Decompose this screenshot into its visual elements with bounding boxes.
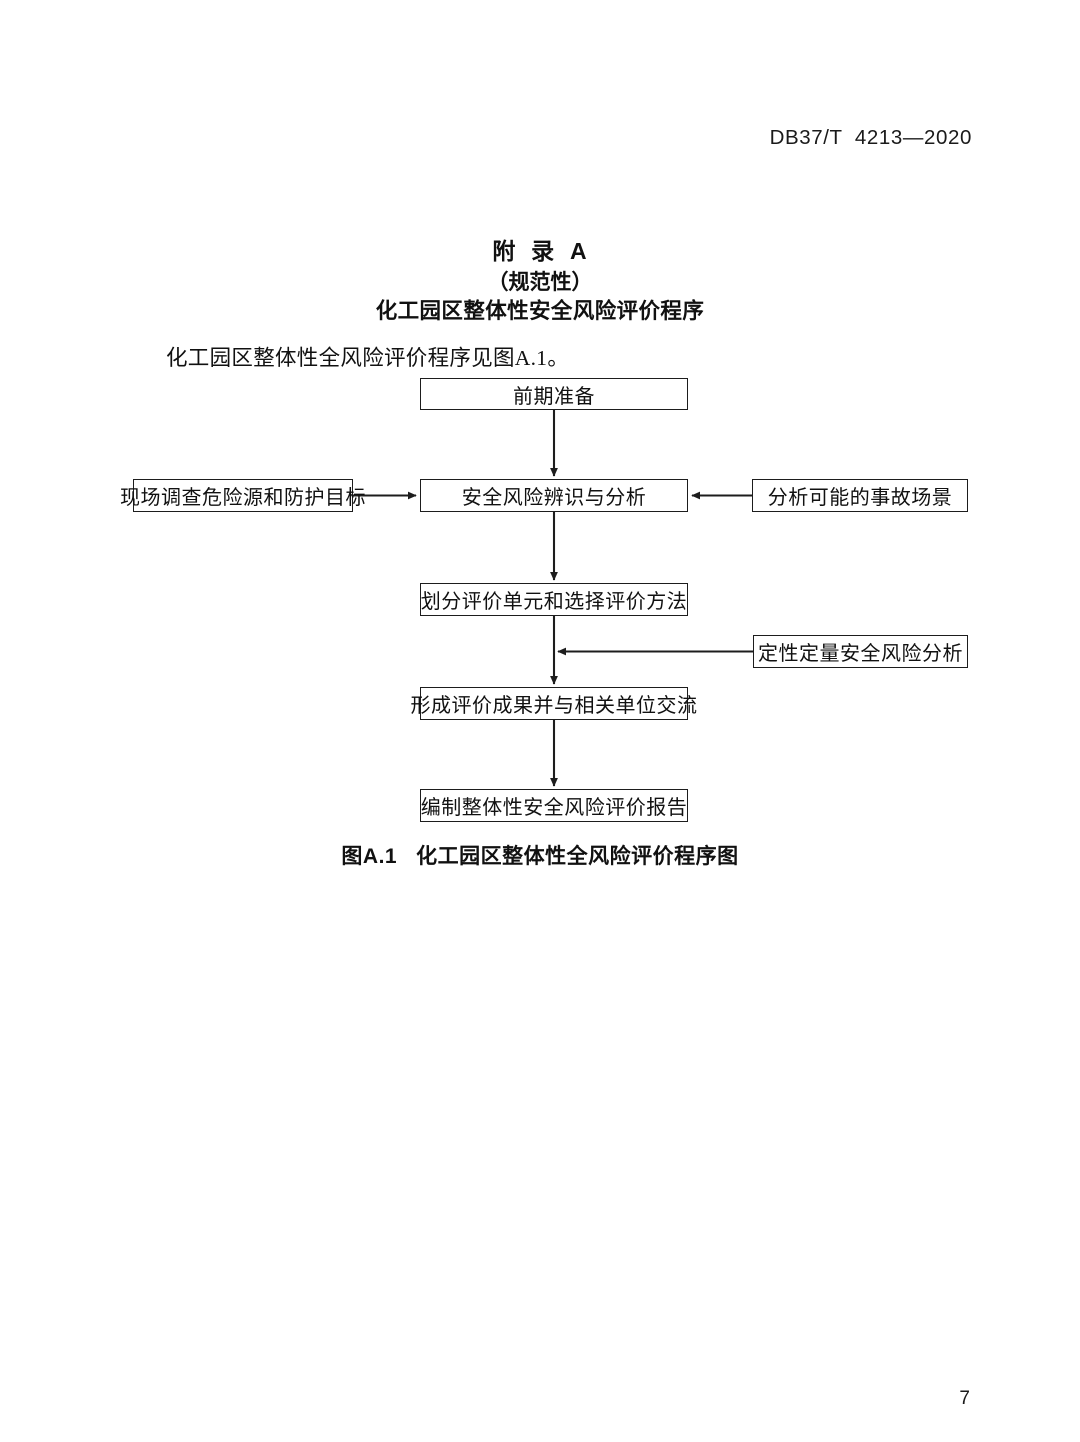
annex-subtitle: （规范性） [487,271,593,294]
flow-node-ident: 安全风险辨识与分析 [420,479,688,512]
annex-name: 化工园区整体性安全风险评价程序 [375,299,705,323]
annex-title: 附 录 A [492,238,588,264]
flow-node-scenario: 分析可能的事故场景 [752,479,968,512]
figure-caption: 图A.1 化工园区整体性全风险评价程序图 [341,845,739,868]
page-number: 7 [959,1388,970,1409]
flow-node-survey: 现场调查危险源和防护目标 [120,479,366,512]
intro-paragraph: 化工园区整体性全风险评价程序见图A.1。 [166,346,570,370]
flow-node-quant: 定性定量安全风险分析 [753,635,968,668]
flow-node-unit: 划分评价单元和选择评价方法 [420,583,688,616]
flow-node-prep: 前期准备 [420,378,688,410]
flow-node-result: 形成评价成果并与相关单位交流 [411,687,697,720]
flow-node-report: 编制整体性安全风险评价报告 [420,789,688,822]
document-header-code: DB37/T 4213—2020 [769,126,972,149]
